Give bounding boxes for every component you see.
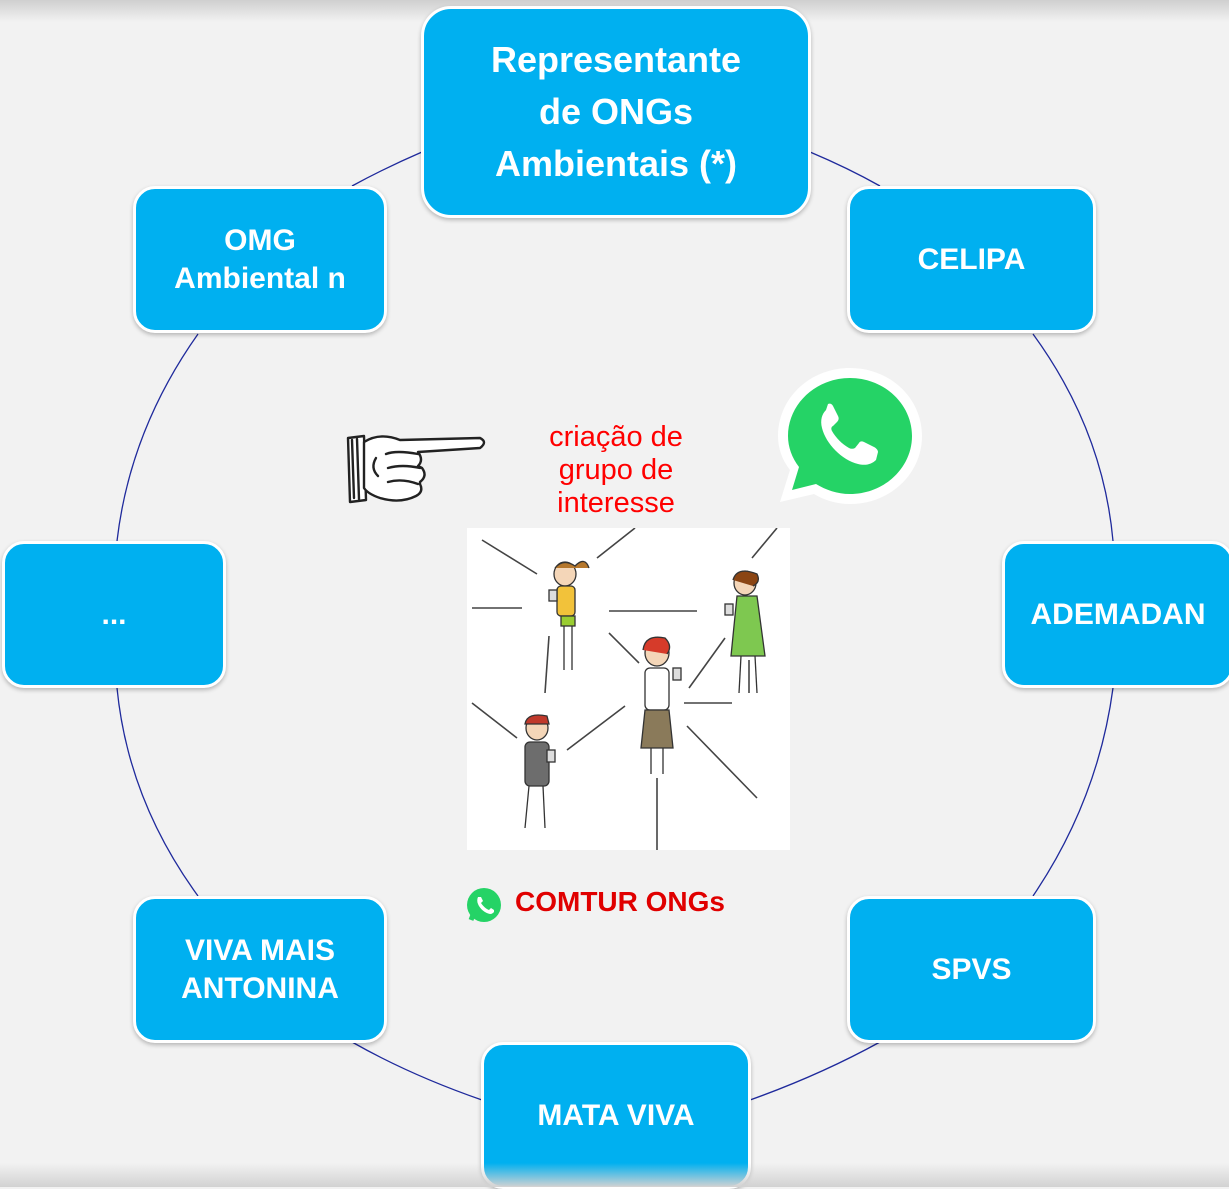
node-spvs: SPVS (847, 896, 1096, 1043)
node-ellipsis: ... (2, 541, 226, 688)
pointing-hand-icon (346, 434, 486, 504)
connector-line (751, 527, 778, 559)
group-name-label: COMTUR ONGs (515, 886, 725, 917)
connector-line (688, 637, 726, 689)
node-celipa: CELIPA (847, 186, 1096, 333)
connector-line (351, 1041, 483, 1101)
people-network-image (471, 527, 778, 850)
connector-line (351, 151, 423, 187)
connector-line (566, 705, 626, 751)
connector-line (471, 702, 518, 739)
node-omg-ambiental: OMG Ambiental n (133, 186, 387, 333)
node-viva-mais-antonina: VIVA MAIS ANTONINA (133, 896, 387, 1043)
node-ademadan: ADEMADAN (1002, 541, 1229, 688)
connector-line (481, 539, 538, 575)
node-representante: Representante de ONGs Ambientais (*) (421, 6, 811, 218)
person-figure (640, 636, 682, 774)
connector-line (544, 635, 550, 694)
person-figure (724, 570, 766, 694)
connector-line (116, 687, 199, 897)
connector-line (1032, 687, 1114, 897)
connector-line (686, 725, 758, 799)
person-figure (524, 714, 556, 829)
center-caption: criação de grupo de interesse (549, 421, 683, 519)
whatsapp-icon (778, 368, 922, 504)
bottom-shadow (0, 1163, 1229, 1187)
person-figure (548, 560, 590, 670)
whatsapp-icon (467, 888, 501, 922)
connector-line (608, 632, 640, 664)
network-illustration (467, 527, 790, 850)
connector-line (749, 1041, 881, 1101)
connector-line (596, 527, 636, 559)
connector-line (809, 151, 881, 187)
connector-line (1032, 333, 1114, 542)
connector-line (116, 333, 199, 542)
